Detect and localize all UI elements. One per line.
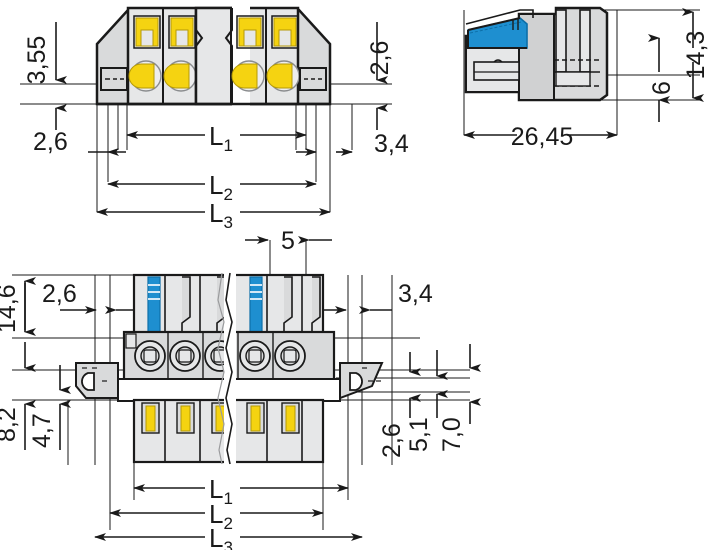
dim-8-2-label: 8,2 (0, 407, 21, 442)
dim-L1-front-label: L1 (209, 121, 233, 155)
break-line-secondary (217, 272, 225, 465)
dim-14-3-label: 14,3 (682, 31, 710, 80)
contact-openings-right (231, 60, 300, 92)
side-view (463, 6, 700, 135)
dim-5-label: 5 (281, 227, 295, 255)
mounting-ear-left (100, 67, 128, 91)
dim-4-7-label: 4,7 (28, 413, 56, 448)
yellow-contact-slots (141, 402, 300, 434)
bottom-view-upper-right (230, 273, 325, 337)
mounting-flange-left (75, 362, 119, 399)
dim-26-45-label: 26,45 (511, 123, 574, 151)
dim-5-1-label: 5,1 (405, 417, 433, 452)
blue-lever-tab-right (249, 276, 263, 334)
bottom-view (12, 240, 470, 530)
dim-7-0-label: 7,0 (438, 417, 466, 452)
dim-L2-front-label: L2 (209, 170, 233, 204)
mounting-ear-right (299, 67, 327, 91)
break-gap-bottom (224, 273, 236, 464)
dim-L2-bottom-label: L2 (209, 499, 233, 533)
dim-3-55-label: 3,55 (23, 36, 51, 85)
dim-2-6-b-label: 2,6 (366, 41, 394, 76)
break-line (225, 272, 233, 465)
screw-contacts (134, 340, 306, 372)
dim-2-6-a-label: 2,6 (33, 128, 68, 156)
dim-2-6-c-label: 2,6 (42, 280, 77, 308)
front-view (20, 0, 392, 212)
clamp-windows-right (236, 15, 299, 49)
dim-L3-front-label: L3 (209, 198, 233, 232)
dim-6-label: 6 (648, 81, 676, 95)
mounting-flange-right (339, 362, 384, 400)
side-view-witness-lines (463, 9, 700, 135)
dim-L1-bottom-label: L1 (209, 474, 233, 508)
side-view-slots (554, 9, 600, 87)
dim-3-4-a-label: 3,4 (374, 130, 409, 158)
blue-lever-tab-left (147, 276, 161, 334)
bottom-view-upper-left (132, 273, 232, 337)
dim-L3-bottom-label: L3 (209, 523, 233, 550)
dim-3-4-b-label: 3,4 (398, 280, 433, 308)
dim-14-6-label: 14,6 (0, 284, 21, 333)
dim-2-6-d-label: 2,6 (378, 423, 406, 458)
